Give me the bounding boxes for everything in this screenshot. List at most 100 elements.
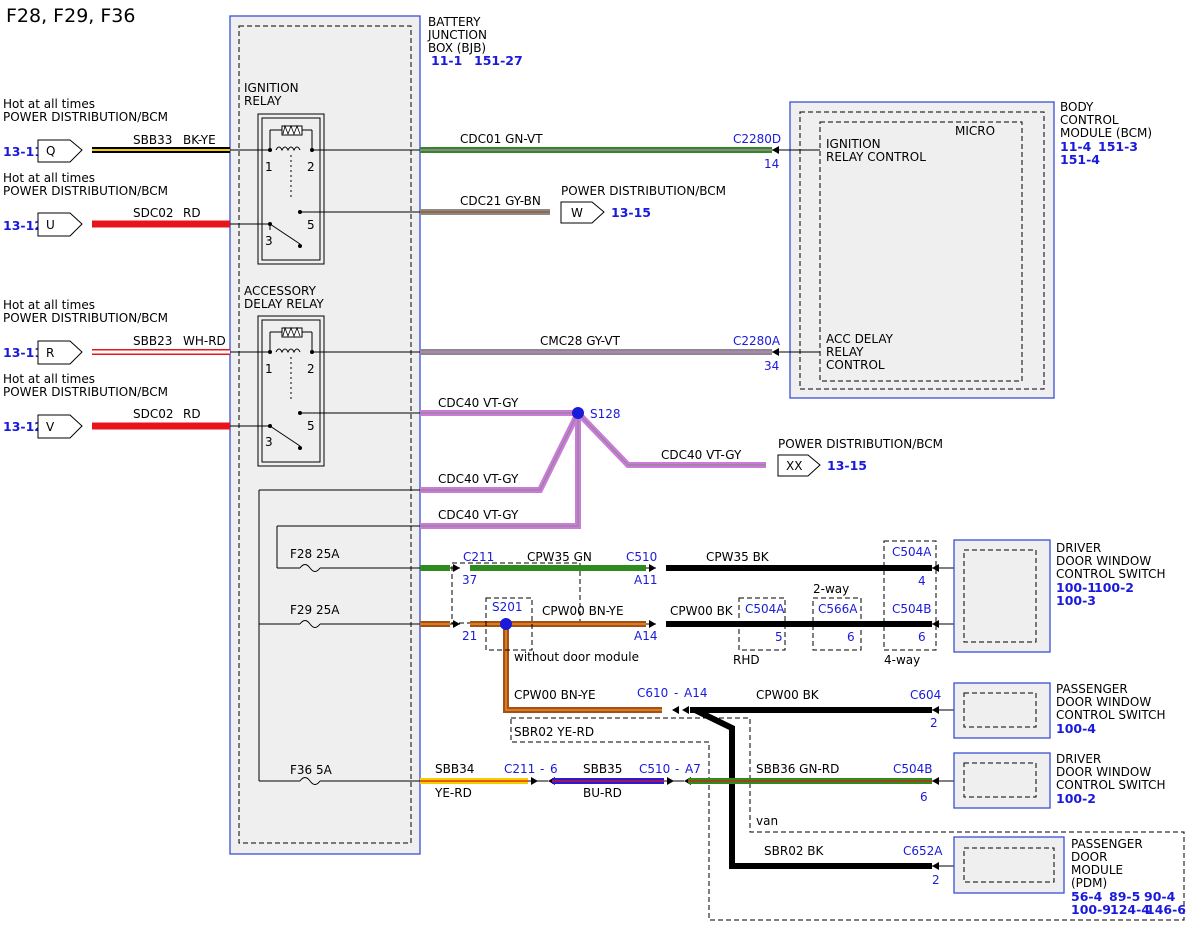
pdm-ref-2[interactable]: 89-5	[1109, 889, 1140, 904]
pd-xx-label: POWER DISTRIBUTION/BCM	[778, 437, 943, 451]
input-3-ref[interactable]: 13-11	[3, 345, 43, 360]
wire-sbb36-label: SBB36 GN-RD	[756, 762, 839, 776]
connector-c610[interactable]: C610	[637, 686, 668, 700]
wire-cpw35-gn-label: CPW35 GN	[527, 550, 592, 564]
pd-w-ref[interactable]: 13-15	[611, 205, 651, 220]
c652a-pin-2: 2	[932, 873, 940, 887]
bcm-acc-label-1: ACC DELAY	[826, 332, 894, 346]
connector-c604[interactable]: C604	[910, 688, 941, 702]
wire-cdc40-label-4: CDC40 VT-GY	[661, 448, 742, 462]
input-1-color: BK-YE	[183, 133, 216, 147]
passenger-door-window-switch[interactable]	[953, 682, 1051, 739]
accessory-delay-relay[interactable]	[257, 315, 325, 467]
dwcs-ref-3[interactable]: 100-3	[1056, 593, 1096, 608]
acc-relay-pin-5: 5	[307, 419, 315, 433]
input-4-connector[interactable]	[37, 414, 83, 439]
ign-relay-pin-5: 5	[307, 218, 315, 232]
dwcs-ref-2[interactable]: 100-2	[1094, 580, 1134, 595]
connector-c510-b[interactable]: C510	[639, 762, 670, 776]
c504-4way-box	[883, 540, 937, 651]
c510-pin-a11: A11	[634, 573, 657, 587]
wire-cpw00-bk-rear[interactable]	[690, 707, 932, 869]
connector-c510[interactable]: C510	[626, 550, 657, 564]
dwcs2-label-2: DOOR WINDOW	[1056, 765, 1151, 779]
pd-w-label: POWER DISTRIBUTION/BCM	[561, 184, 726, 198]
splice-s201[interactable]	[500, 618, 512, 630]
c211-pin37-arrow	[453, 564, 460, 572]
bcm-ref-2[interactable]: 151-3	[1098, 139, 1138, 154]
body-control-module[interactable]	[789, 101, 1055, 399]
dwcs-label-1: DRIVER	[1056, 541, 1101, 555]
pdm-ref-6[interactable]: 146-6	[1146, 902, 1186, 917]
driver-door-window-switch[interactable]	[953, 539, 1051, 653]
input-2-color: RD	[183, 206, 201, 220]
pdm-label-3: MODULE	[1071, 863, 1123, 877]
dwcs2-arrow	[932, 777, 939, 785]
connector-c610-dash: -	[674, 686, 678, 700]
dwcs2-ref-1[interactable]: 100-2	[1056, 791, 1096, 806]
input-3-connector[interactable]	[37, 340, 83, 365]
bjb-ref-2[interactable]: 151-27	[474, 53, 523, 68]
wire-cmc28[interactable]	[420, 348, 820, 356]
pdm-label-4: (PDM)	[1071, 876, 1107, 890]
dwcs-ref-1[interactable]: 100-1	[1056, 580, 1096, 595]
input-4-color: RD	[183, 407, 201, 421]
wire-cdc40-label-3: CDC40 VT-GY	[438, 508, 519, 522]
bcm-acc-label-2: RELAY	[826, 345, 864, 359]
c566a-pin-6: 6	[847, 630, 855, 644]
connector-c566a[interactable]: C566A	[818, 602, 858, 616]
pd-xx-ref[interactable]: 13-15	[827, 458, 867, 473]
driver-door-window-switch-2[interactable]	[953, 752, 1051, 809]
pdm-ref-1[interactable]: 56-4	[1071, 889, 1103, 904]
fuse-f29[interactable]	[299, 620, 321, 628]
connector-c504b-2[interactable]: C504B	[893, 762, 933, 776]
two-way-label: 2-way	[813, 582, 849, 596]
s201-optional-box	[485, 597, 533, 651]
input-2-connector[interactable]	[37, 212, 83, 237]
bcm-micro-label: MICRO	[955, 124, 995, 138]
input-1-hot-label: Hot at all times	[3, 97, 95, 111]
wire-cdc40[interactable]	[420, 410, 766, 529]
c510-a11-arrow	[649, 564, 656, 572]
input-1-ref[interactable]: 13-11	[3, 144, 43, 159]
four-way-label: 4-way	[884, 653, 920, 667]
connector-c504b[interactable]: C504B	[892, 602, 932, 616]
dwcs-pin6-arrow	[932, 620, 939, 628]
pd-w-connector[interactable]	[560, 201, 605, 224]
splice-s201-note: without door module	[514, 650, 639, 664]
connector-c211[interactable]: C211	[463, 550, 494, 564]
pwcs-ref-1[interactable]: 100-4	[1056, 721, 1096, 736]
wire-cpw00-bn-ye[interactable]	[470, 621, 662, 713]
splice-s128[interactable]	[572, 407, 584, 419]
connector-c504a-top[interactable]: C504A	[892, 545, 932, 559]
bcm-pin-34: 34	[764, 359, 779, 373]
connector-c211-b[interactable]: C211	[504, 762, 535, 776]
pdm-ref-4[interactable]: 100-9	[1071, 902, 1111, 917]
bcm-connector-c2280d[interactable]: C2280D	[733, 132, 781, 146]
pdm-ref-5[interactable]: 124-4	[1110, 902, 1150, 917]
input-4-ref[interactable]: 13-12	[3, 419, 43, 434]
connector-c504a[interactable]: C504A	[745, 602, 785, 616]
wire-cdc01[interactable]	[420, 146, 820, 154]
acc-relay-pin-2: 2	[307, 362, 315, 376]
pd-xx-connector[interactable]	[777, 454, 821, 477]
bjb-ref-1[interactable]: 11-1	[431, 53, 462, 68]
splice-s201-label: S201	[492, 600, 523, 614]
input-2-ref[interactable]: 13-12	[3, 218, 43, 233]
dwcs-pin4-arrow	[932, 564, 939, 572]
acc-relay-pin-3: 3	[265, 435, 273, 449]
input-3-color: WH-RD	[183, 334, 226, 348]
ign-relay-pin-3: 3	[265, 234, 273, 248]
pdm-ref-3[interactable]: 90-4	[1144, 889, 1176, 904]
fuse-f28[interactable]	[299, 564, 321, 572]
connector-c652a[interactable]: C652A	[903, 844, 943, 858]
bcm-connector-c2280a[interactable]: C2280A	[733, 334, 781, 348]
pd-w-pin: W	[571, 206, 583, 220]
bcm-ref-3[interactable]: 151-4	[1060, 152, 1100, 167]
passenger-door-module[interactable]	[953, 836, 1065, 894]
fuse-f36[interactable]	[299, 777, 321, 785]
bcm-acc-label-3: CONTROL	[826, 358, 885, 372]
c211-pin-37: 37	[462, 573, 477, 587]
bcm-ref-1[interactable]: 11-4	[1060, 139, 1092, 154]
input-1-connector[interactable]	[37, 139, 83, 163]
